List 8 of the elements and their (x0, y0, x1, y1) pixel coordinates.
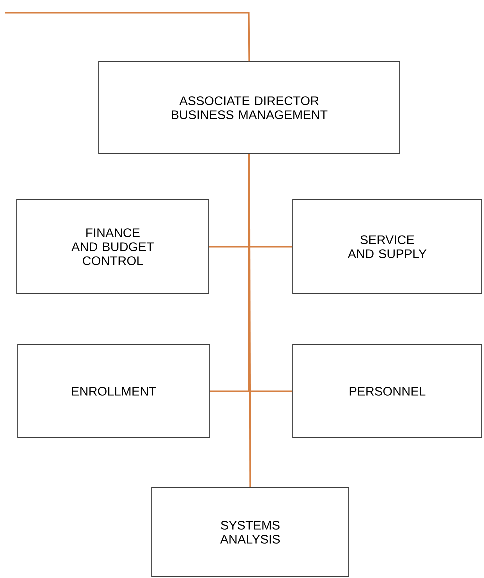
connector-line (248, 154, 252, 488)
org-box: SYSTEMS ANALYSIS (152, 488, 350, 578)
org-box: FINANCE AND BUDGET CONTROL (16, 200, 210, 294)
org-box: ASSOCIATE DIRECTOR BUSINESS MANAGEMENT (98, 62, 400, 154)
org-box: ENROLLMENT (18, 344, 210, 438)
org-box: PERSONNEL (292, 344, 482, 438)
connector-line (5, 12, 250, 62)
org-box: SERVICE AND SUPPLY (292, 200, 482, 294)
